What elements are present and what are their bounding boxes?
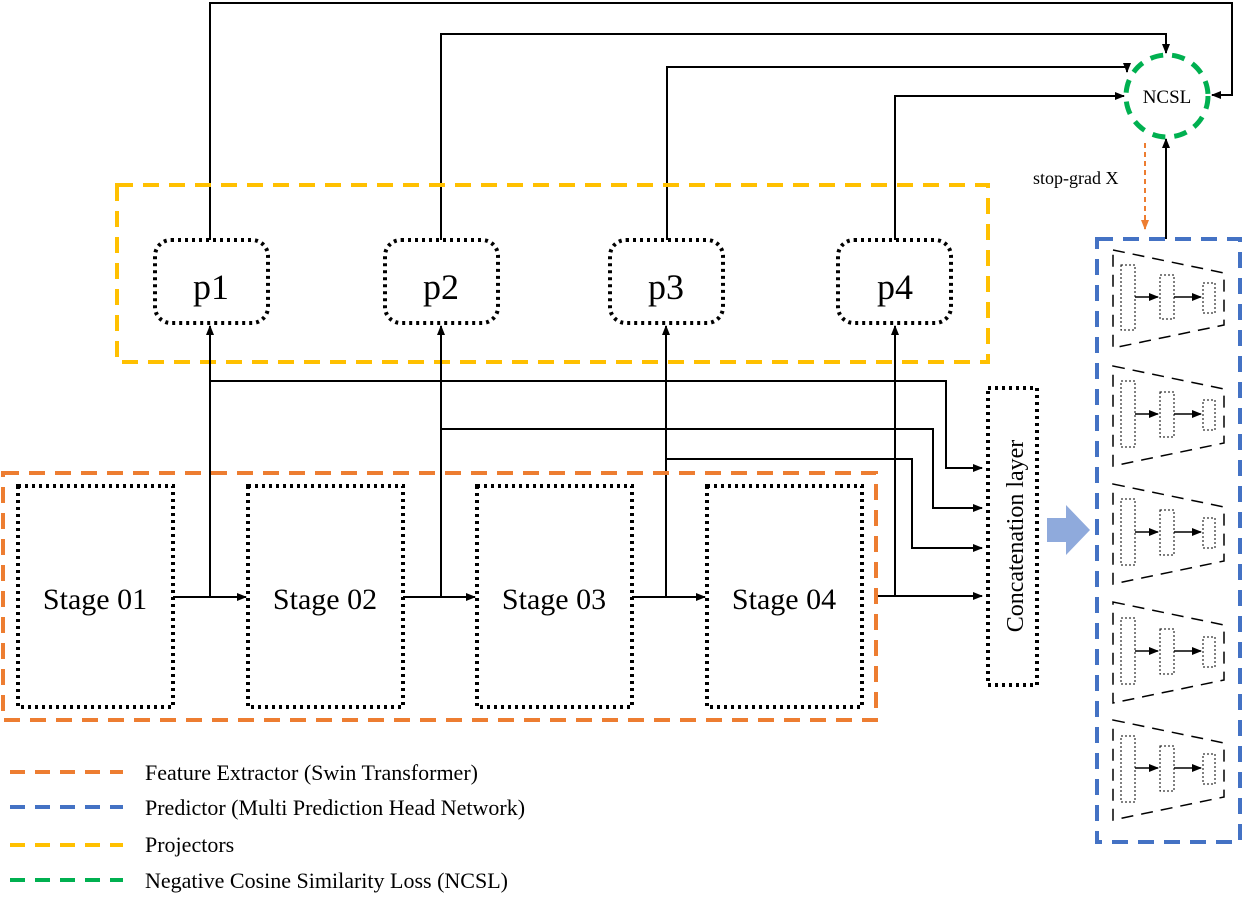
stage-label: Stage 01 bbox=[43, 583, 147, 616]
prediction-head-1 bbox=[1112, 249, 1225, 349]
stage-label: Stage 03 bbox=[502, 583, 606, 616]
stage-04: Stage 04 bbox=[705, 484, 864, 709]
projector-label: p2 bbox=[423, 267, 459, 307]
projector-p1: p1 bbox=[153, 238, 270, 325]
legend-label: Negative Cosine Similarity Loss (NCSL) bbox=[145, 868, 508, 893]
projector-label: p1 bbox=[193, 267, 229, 307]
projector-label: p4 bbox=[877, 267, 913, 307]
ncsl-node: NCSL bbox=[1123, 52, 1211, 140]
prediction-head-3 bbox=[1112, 483, 1225, 585]
stage-label: Stage 02 bbox=[273, 583, 377, 616]
prediction-head-2 bbox=[1112, 365, 1225, 467]
big-arrow bbox=[1047, 505, 1090, 555]
legend-label: Predictor (Multi Prediction Head Network… bbox=[145, 795, 525, 820]
legend-label: Feature Extractor (Swin Transformer) bbox=[145, 760, 478, 785]
projector-label: p3 bbox=[648, 267, 684, 307]
projectors-group bbox=[115, 183, 990, 364]
stage-01: Stage 01 bbox=[16, 484, 175, 709]
predictor-group bbox=[1095, 237, 1242, 844]
concat-label: Concatenation layer bbox=[1003, 440, 1029, 633]
projector-p3: p3 bbox=[608, 238, 725, 325]
stage-to-projector-arrows bbox=[206, 325, 899, 597]
feature-extractor-group bbox=[1, 471, 878, 722]
legend-item-ncsl: Negative Cosine Similarity Loss (NCSL) bbox=[10, 868, 508, 893]
legend-label: Projectors bbox=[145, 832, 234, 857]
legend-item-predictor: Predictor (Multi Prediction Head Network… bbox=[10, 795, 525, 820]
prediction-head-4 bbox=[1112, 601, 1225, 704]
projector-p4: p4 bbox=[836, 238, 953, 325]
projector-p2: p2 bbox=[383, 238, 500, 325]
stage-to-concat-lines bbox=[210, 380, 983, 600]
concatenation-layer: Concatenation layer bbox=[986, 386, 1039, 687]
prediction-head-5 bbox=[1112, 719, 1225, 821]
projector-to-ncsl-lines bbox=[209, 2, 1233, 240]
legend-item-feature-extractor: Feature Extractor (Swin Transformer) bbox=[10, 760, 478, 785]
stop-grad-label: stop-grad X bbox=[1033, 168, 1118, 188]
stage-label: Stage 04 bbox=[732, 583, 836, 616]
stage-03: Stage 03 bbox=[475, 484, 634, 709]
stage-02: Stage 02 bbox=[246, 484, 405, 709]
legend: Feature Extractor (Swin Transformer) Pre… bbox=[10, 760, 525, 893]
ncsl-label: NCSL bbox=[1143, 87, 1192, 108]
legend-item-projectors: Projectors bbox=[10, 832, 234, 857]
